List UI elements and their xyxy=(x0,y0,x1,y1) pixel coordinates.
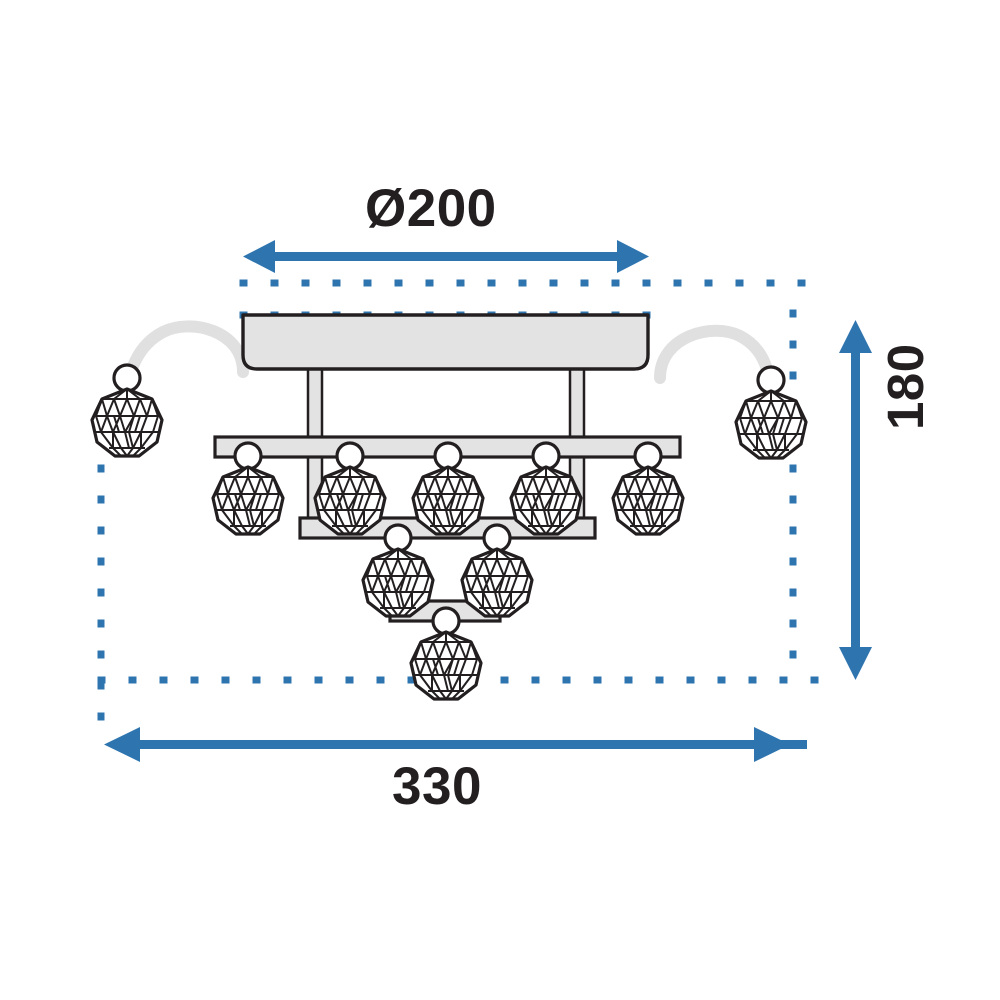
dimension-label-width: 330 xyxy=(392,757,482,816)
crystal-pendant-arm-left xyxy=(90,363,164,458)
dimension-arrow-height xyxy=(839,320,872,680)
dimension-label-height: 180 xyxy=(877,343,934,430)
crystal-pendant-arm-right xyxy=(734,365,808,460)
dimension-arrow-width xyxy=(104,727,807,762)
side-arm-right xyxy=(654,324,777,408)
side-arm-left xyxy=(121,320,249,406)
dimension-arrow-diameter xyxy=(243,240,649,273)
support-post-right xyxy=(568,366,586,448)
dimension-label-diameter: Ø200 xyxy=(365,179,497,238)
support-post-left xyxy=(306,366,324,448)
ceiling-canopy xyxy=(241,313,650,371)
